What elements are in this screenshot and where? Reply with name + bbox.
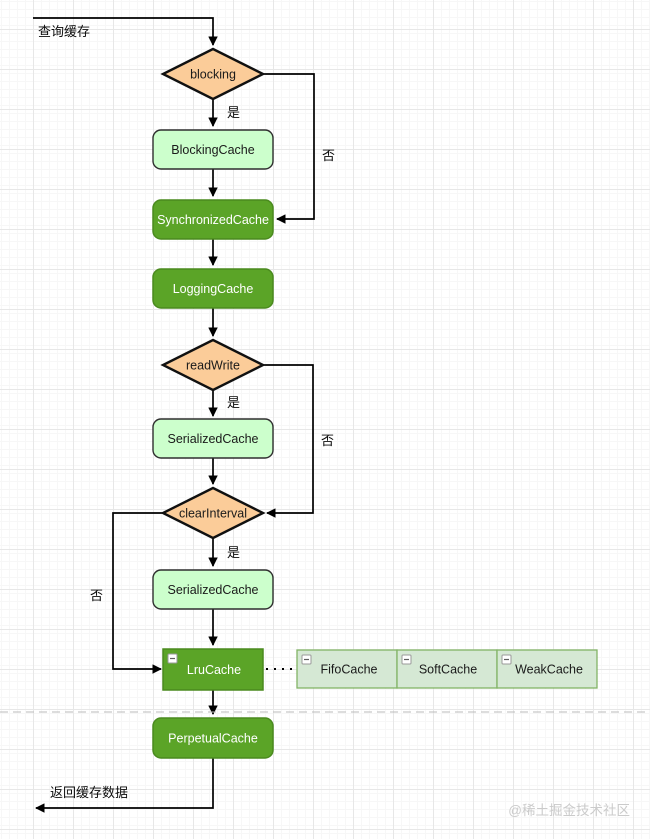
- node-softcache: SoftCache: [396, 649, 498, 689]
- edge-label-blocking-yes: 是: [227, 105, 240, 120]
- node-softcache-shape: [396, 649, 498, 689]
- node-readwrite-shape: [160, 338, 266, 392]
- node-loggingcache: LoggingCache: [152, 268, 274, 309]
- collapse-icon[interactable]: [501, 654, 512, 665]
- node-perpetualcache-label: PerpetualCache: [168, 732, 258, 746]
- edge-readwrite-no: [263, 364, 314, 518]
- node-serializedcache-2-shape: [152, 569, 274, 610]
- edge-clearinterval-no: [112, 512, 163, 674]
- node-fifocache-shape: [296, 649, 398, 689]
- node-lrucache-shape: [162, 648, 264, 691]
- node-blockingcache-label: BlockingCache: [171, 143, 254, 157]
- node-perpetualcache-shape: [152, 717, 274, 759]
- node-synchronizedcache-label: SynchronizedCache: [157, 213, 269, 227]
- node-weakcache: WeakCache: [496, 649, 598, 689]
- edge-label-start: 查询缓存: [38, 24, 90, 39]
- edges: [0, 17, 650, 813]
- nodes: blocking BlockingCache SynchronizedCache…: [152, 47, 598, 759]
- collapse-icon[interactable]: [301, 654, 312, 665]
- node-weakcache-label: WeakCache: [515, 663, 583, 677]
- node-clearinterval-shape: [160, 486, 266, 540]
- node-serializedcache-2-label: SerializedCache: [167, 583, 258, 597]
- node-lrucache: LruCache: [162, 648, 264, 691]
- edge-label-readwrite-no: 否: [321, 433, 334, 448]
- watermark: @稀土掘金技术社区: [508, 803, 630, 818]
- edge-label-clearinterval-no: 否: [90, 588, 103, 603]
- edge-blocking-no: [263, 73, 315, 224]
- node-clearinterval-label: clearInterval: [179, 507, 247, 521]
- node-fifocache-label: FifoCache: [321, 663, 378, 677]
- node-readwrite: readWrite: [160, 338, 266, 392]
- node-loggingcache-label: LoggingCache: [173, 282, 254, 296]
- edge-label-end: 返回缓存数据: [50, 785, 128, 800]
- node-clearinterval: clearInterval: [160, 486, 266, 540]
- collapse-icon[interactable]: [401, 654, 412, 665]
- node-synchronizedcache: SynchronizedCache: [152, 199, 274, 240]
- edge-label-blocking-no: 否: [322, 148, 335, 163]
- edge-labels: 查询缓存 是 否 是 否 是 否 返回缓存数据: [38, 24, 335, 800]
- node-perpetualcache: PerpetualCache: [152, 717, 274, 759]
- node-softcache-label: SoftCache: [419, 663, 477, 677]
- node-blocking: blocking: [160, 47, 266, 101]
- node-synchronizedcache-shape: [152, 199, 274, 240]
- edge-label-readwrite-yes: 是: [227, 395, 240, 410]
- node-serializedcache-1: SerializedCache: [152, 418, 274, 459]
- node-loggingcache-shape: [152, 268, 274, 309]
- node-lrucache-label: LruCache: [187, 663, 241, 677]
- edge-label-clearinterval-yes: 是: [227, 545, 240, 560]
- edge-start: [33, 17, 218, 46]
- collapse-icon[interactable]: [167, 653, 178, 664]
- node-blocking-label: blocking: [190, 68, 236, 82]
- edge-perpetualcache-end: [35, 758, 214, 813]
- node-blockingcache: BlockingCache: [152, 129, 274, 170]
- node-blockingcache-shape: [152, 129, 274, 170]
- node-serializedcache-2: SerializedCache: [152, 569, 274, 610]
- node-readwrite-label: readWrite: [186, 359, 240, 373]
- node-serializedcache-1-shape: [152, 418, 274, 459]
- node-blocking-shape: [160, 47, 266, 101]
- node-fifocache: FifoCache: [296, 649, 398, 689]
- node-weakcache-shape: [496, 649, 598, 689]
- node-serializedcache-1-label: SerializedCache: [167, 432, 258, 446]
